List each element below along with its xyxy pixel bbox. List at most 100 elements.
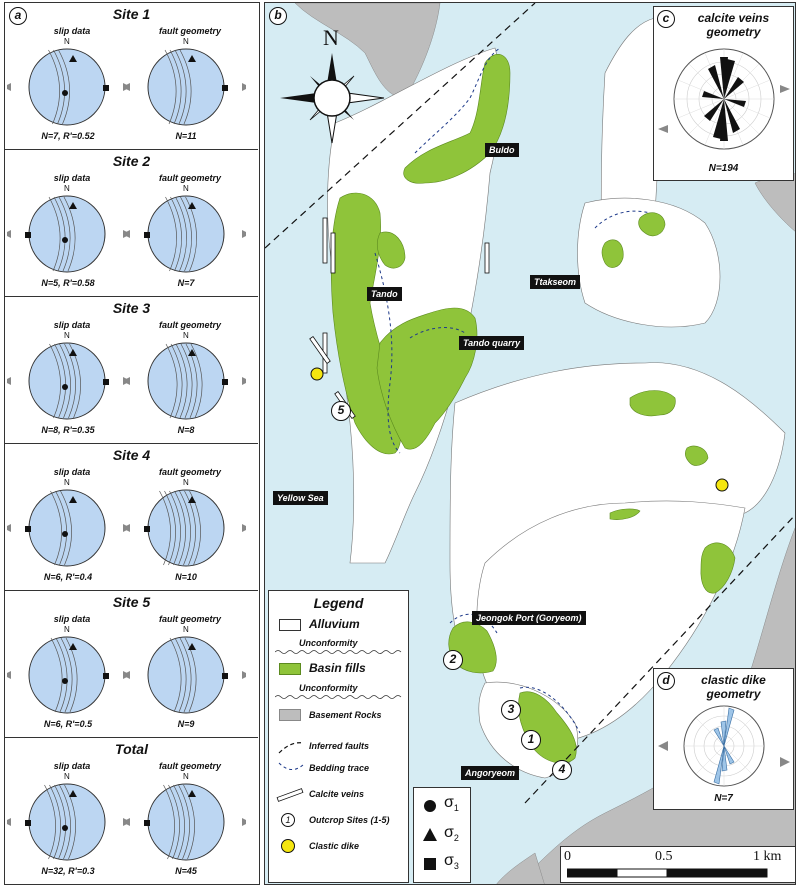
fault-stat: N=8 (177, 425, 195, 435)
legend-title: Legend (313, 595, 364, 611)
label-tando-quarry: Tando quarry (459, 336, 525, 350)
scale-zero: 0 (564, 849, 571, 864)
north-mark: N (64, 478, 70, 487)
site-title: Total (115, 741, 148, 757)
extension-arrow-icon (780, 85, 790, 93)
fault-stereonet (126, 783, 246, 861)
slip-stereonet (7, 195, 127, 273)
sigma2-triangle-icon (423, 828, 437, 841)
scale-bar-graphic (567, 868, 768, 878)
legend-vein-symbol (276, 788, 304, 802)
fault-east (524, 514, 795, 804)
legend-calcite-veins: Calcite veins (309, 789, 365, 799)
slip-stereonet (7, 489, 127, 567)
slip-stat: N=6, R'=0.4 (43, 572, 93, 582)
basement-north (294, 3, 441, 99)
sigma3-square-icon (424, 858, 436, 870)
legend-swatch-alluvium (279, 619, 301, 631)
north-mark: N (64, 331, 70, 340)
fault-geometry-label: fault geometry (158, 761, 221, 771)
label-ttakseom: Ttakseom (530, 275, 581, 289)
legend-alluvium: Alluvium (309, 617, 360, 631)
slip-stereonet (7, 636, 127, 714)
panel-letter-c: c (657, 10, 675, 28)
fault-stat: N=7 (177, 278, 195, 288)
geologic-map (265, 3, 795, 884)
calcite-vein (484, 242, 490, 274)
site-title: Site 5 (112, 594, 151, 610)
calcite-vein (309, 336, 331, 364)
legend-basement: Basement Rocks (309, 710, 382, 720)
north-mark: N (64, 625, 70, 634)
legend-unconformity-2: Unconformity (299, 683, 358, 693)
calcite-vein (322, 217, 328, 264)
fault-geometry-label: fault geometry (158, 26, 221, 36)
sigma2-label: σ2 (444, 824, 459, 844)
fault-stat: N=9 (177, 719, 195, 729)
sigma3-label: σ3 (444, 852, 459, 872)
basin-tando-spur (376, 231, 406, 269)
north-mark: N (183, 37, 189, 46)
stress-axis-key: σ1 σ2 σ3 (413, 787, 471, 883)
basin-buldo (403, 54, 511, 184)
slip-stat: N=6, R'=0.5 (43, 719, 93, 729)
fault-stereonet (126, 342, 246, 420)
panel-letter-a: a (9, 7, 27, 25)
slip-stat: N=5, R'=0.58 (41, 278, 95, 288)
slip-stat: N=8, R'=0.35 (41, 425, 95, 435)
fault-geometry-label: fault geometry (158, 614, 221, 624)
slip-stat: N=32, R'=0.3 (41, 866, 95, 876)
north-mark: N (64, 184, 70, 193)
panel-letter-d: d (657, 672, 675, 690)
sigma1-circle-icon (424, 800, 436, 812)
north-mark: N (183, 331, 189, 340)
basin-east-strip (609, 508, 641, 520)
fault-stereonet (126, 195, 246, 273)
north-mark: N (64, 37, 70, 46)
legend-clastic-dike: Clastic dike (309, 841, 360, 851)
basin-tando-quarry (376, 307, 478, 450)
legend: Legend Alluvium Unconformity Basin fills… (268, 590, 409, 883)
outcrop-site-marker: 2 (443, 650, 463, 670)
fault-geometry-label: fault geometry (158, 467, 221, 477)
slip-stat: N=7, R'=0.52 (41, 131, 95, 141)
slip-data-label: slip data (53, 761, 91, 771)
scale-half: 0.5 (655, 849, 673, 864)
north-label: N (323, 25, 339, 50)
slip-data-label: slip data (53, 467, 91, 477)
bedding-ttakseom (594, 210, 651, 229)
clastic-dike-marker (310, 367, 324, 381)
label-angoryeom: Angoryeom (461, 766, 520, 780)
label-tando: Tando (367, 287, 402, 301)
basin-ttakseom-s (601, 239, 624, 268)
fault-stat: N=10 (175, 572, 197, 582)
legend-dike-symbol (281, 839, 295, 853)
fault-stat: N=45 (175, 866, 197, 876)
legend-swatch-basin (279, 663, 301, 675)
panel-letter-b: b (269, 7, 287, 25)
scale-one: 1 km (753, 849, 782, 864)
outcrop-site-marker: 4 (552, 760, 572, 780)
slip-stereonet (7, 342, 127, 420)
bedding-jeongok (449, 613, 498, 634)
site-title: Site 1 (112, 6, 151, 22)
legend-fault-symbol (278, 742, 304, 754)
north-mark: N (64, 772, 70, 781)
fault-west (265, 3, 536, 249)
fault-stereonet (126, 636, 246, 714)
site-title: Site 3 (112, 300, 151, 316)
slip-data-label: slip data (53, 173, 91, 183)
fault-geometry-label: fault geometry (158, 173, 221, 183)
basin-central-e (629, 390, 676, 417)
slip-data-label: slip data (53, 320, 91, 330)
